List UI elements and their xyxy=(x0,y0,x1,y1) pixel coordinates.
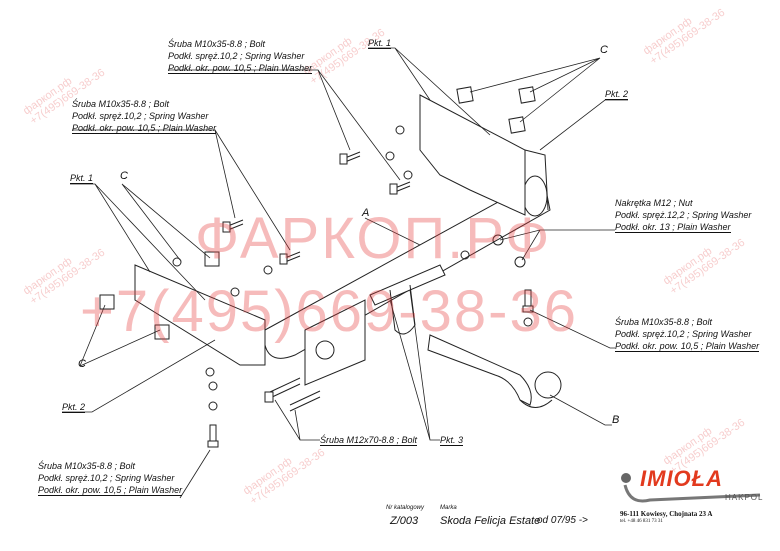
address: 96-111 Kowiesy, Chojnata 23 A xyxy=(620,510,713,518)
label-pkt2-left: Pkt. 2 xyxy=(62,402,86,413)
label-b: B xyxy=(612,414,620,426)
tow-ball xyxy=(534,371,562,399)
center-plate xyxy=(304,299,366,386)
vehicle-make: Skoda Felicja Estate xyxy=(440,515,541,527)
label-pkt1-left: Pkt. 1 xyxy=(70,173,94,184)
make-label: Marka xyxy=(440,505,457,511)
tow-ball-neck xyxy=(427,334,532,406)
left-bracket xyxy=(134,264,266,366)
catalog-label: Nr katalogowy xyxy=(386,505,425,511)
watermark-site: ФАРКОП.РФ xyxy=(195,206,552,271)
washers xyxy=(172,125,533,411)
label-c-left: C xyxy=(120,170,128,182)
imiola-logo xyxy=(621,473,761,503)
label-a: A xyxy=(362,207,370,219)
production-from: od 07/95 -> xyxy=(537,515,588,526)
label-c-bottom: C xyxy=(78,358,86,370)
label-pkt3: Pkt. 3 xyxy=(440,435,464,446)
brand-sub: HAKPOL xyxy=(725,493,764,502)
label-pkt2-top: Pkt. 2 xyxy=(605,89,629,100)
right-bracket xyxy=(419,94,526,216)
bolts xyxy=(207,151,534,448)
leader-lines xyxy=(62,47,628,499)
catalog-number: Z/003 xyxy=(390,515,419,527)
callout-bolt-m12: Śruba M12x70-8.8 ; Bolt xyxy=(320,435,418,446)
watermark-phone: +7(495)669-38-36 xyxy=(80,279,578,344)
telephone: tel. +48 46 831 73 31 xyxy=(620,519,663,524)
label-c-top: C xyxy=(600,44,608,56)
brand-logo-text: IMIOŁA xyxy=(640,466,723,491)
label-pkt1-top: Pkt. 1 xyxy=(368,38,392,49)
